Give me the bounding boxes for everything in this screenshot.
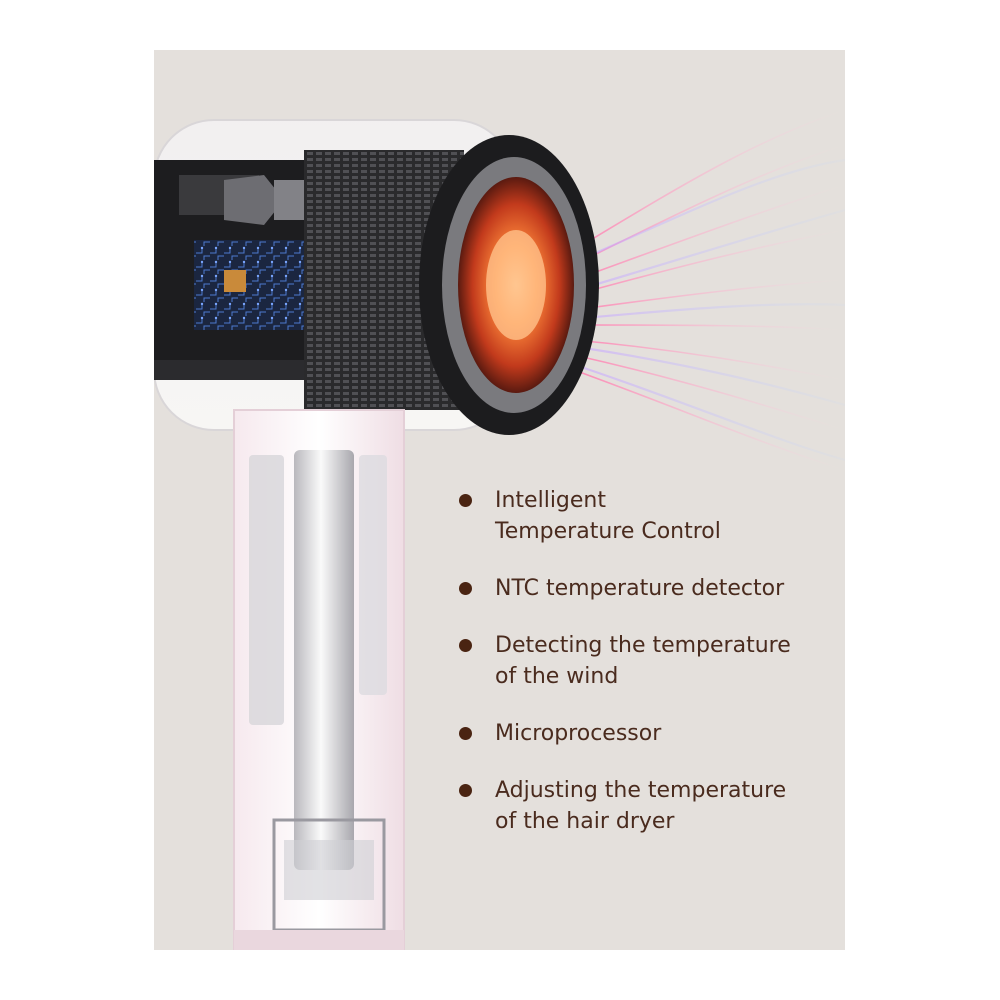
feature-item-adjusting-temperature: Adjusting the temperature of the hair dr… (456, 775, 836, 837)
microprocessor-chip (224, 270, 246, 292)
product-panel: Intelligent Temperature Control NTC temp… (154, 50, 845, 950)
feature-list: Intelligent Temperature Control NTC temp… (456, 485, 836, 863)
bullet-icon (459, 639, 472, 652)
circuit-board (194, 240, 304, 330)
feature-item-wind-temperature: Detecting the temperature of the wind (456, 630, 836, 692)
bullet-icon (459, 784, 472, 797)
hair-dryer-illustration (154, 109, 845, 950)
dryer-handle (233, 409, 405, 950)
feature-text: Adjusting the temperature of the hair dr… (495, 778, 787, 834)
airflow-lines (573, 109, 845, 471)
bullet-icon (459, 727, 472, 740)
bullet-icon (459, 582, 472, 595)
feature-text: Intelligent Temperature Control (495, 488, 721, 544)
bullet-icon (459, 494, 472, 507)
nozzle-heater (419, 135, 599, 435)
feature-item-temperature-control: Intelligent Temperature Control (456, 485, 836, 547)
feature-item-ntc-detector: NTC temperature detector (456, 573, 836, 604)
feature-item-microprocessor: Microprocessor (456, 718, 836, 749)
feature-text: Microprocessor (495, 721, 662, 746)
feature-text: NTC temperature detector (495, 576, 785, 601)
feature-text: Detecting the temperature of the wind (495, 633, 791, 689)
